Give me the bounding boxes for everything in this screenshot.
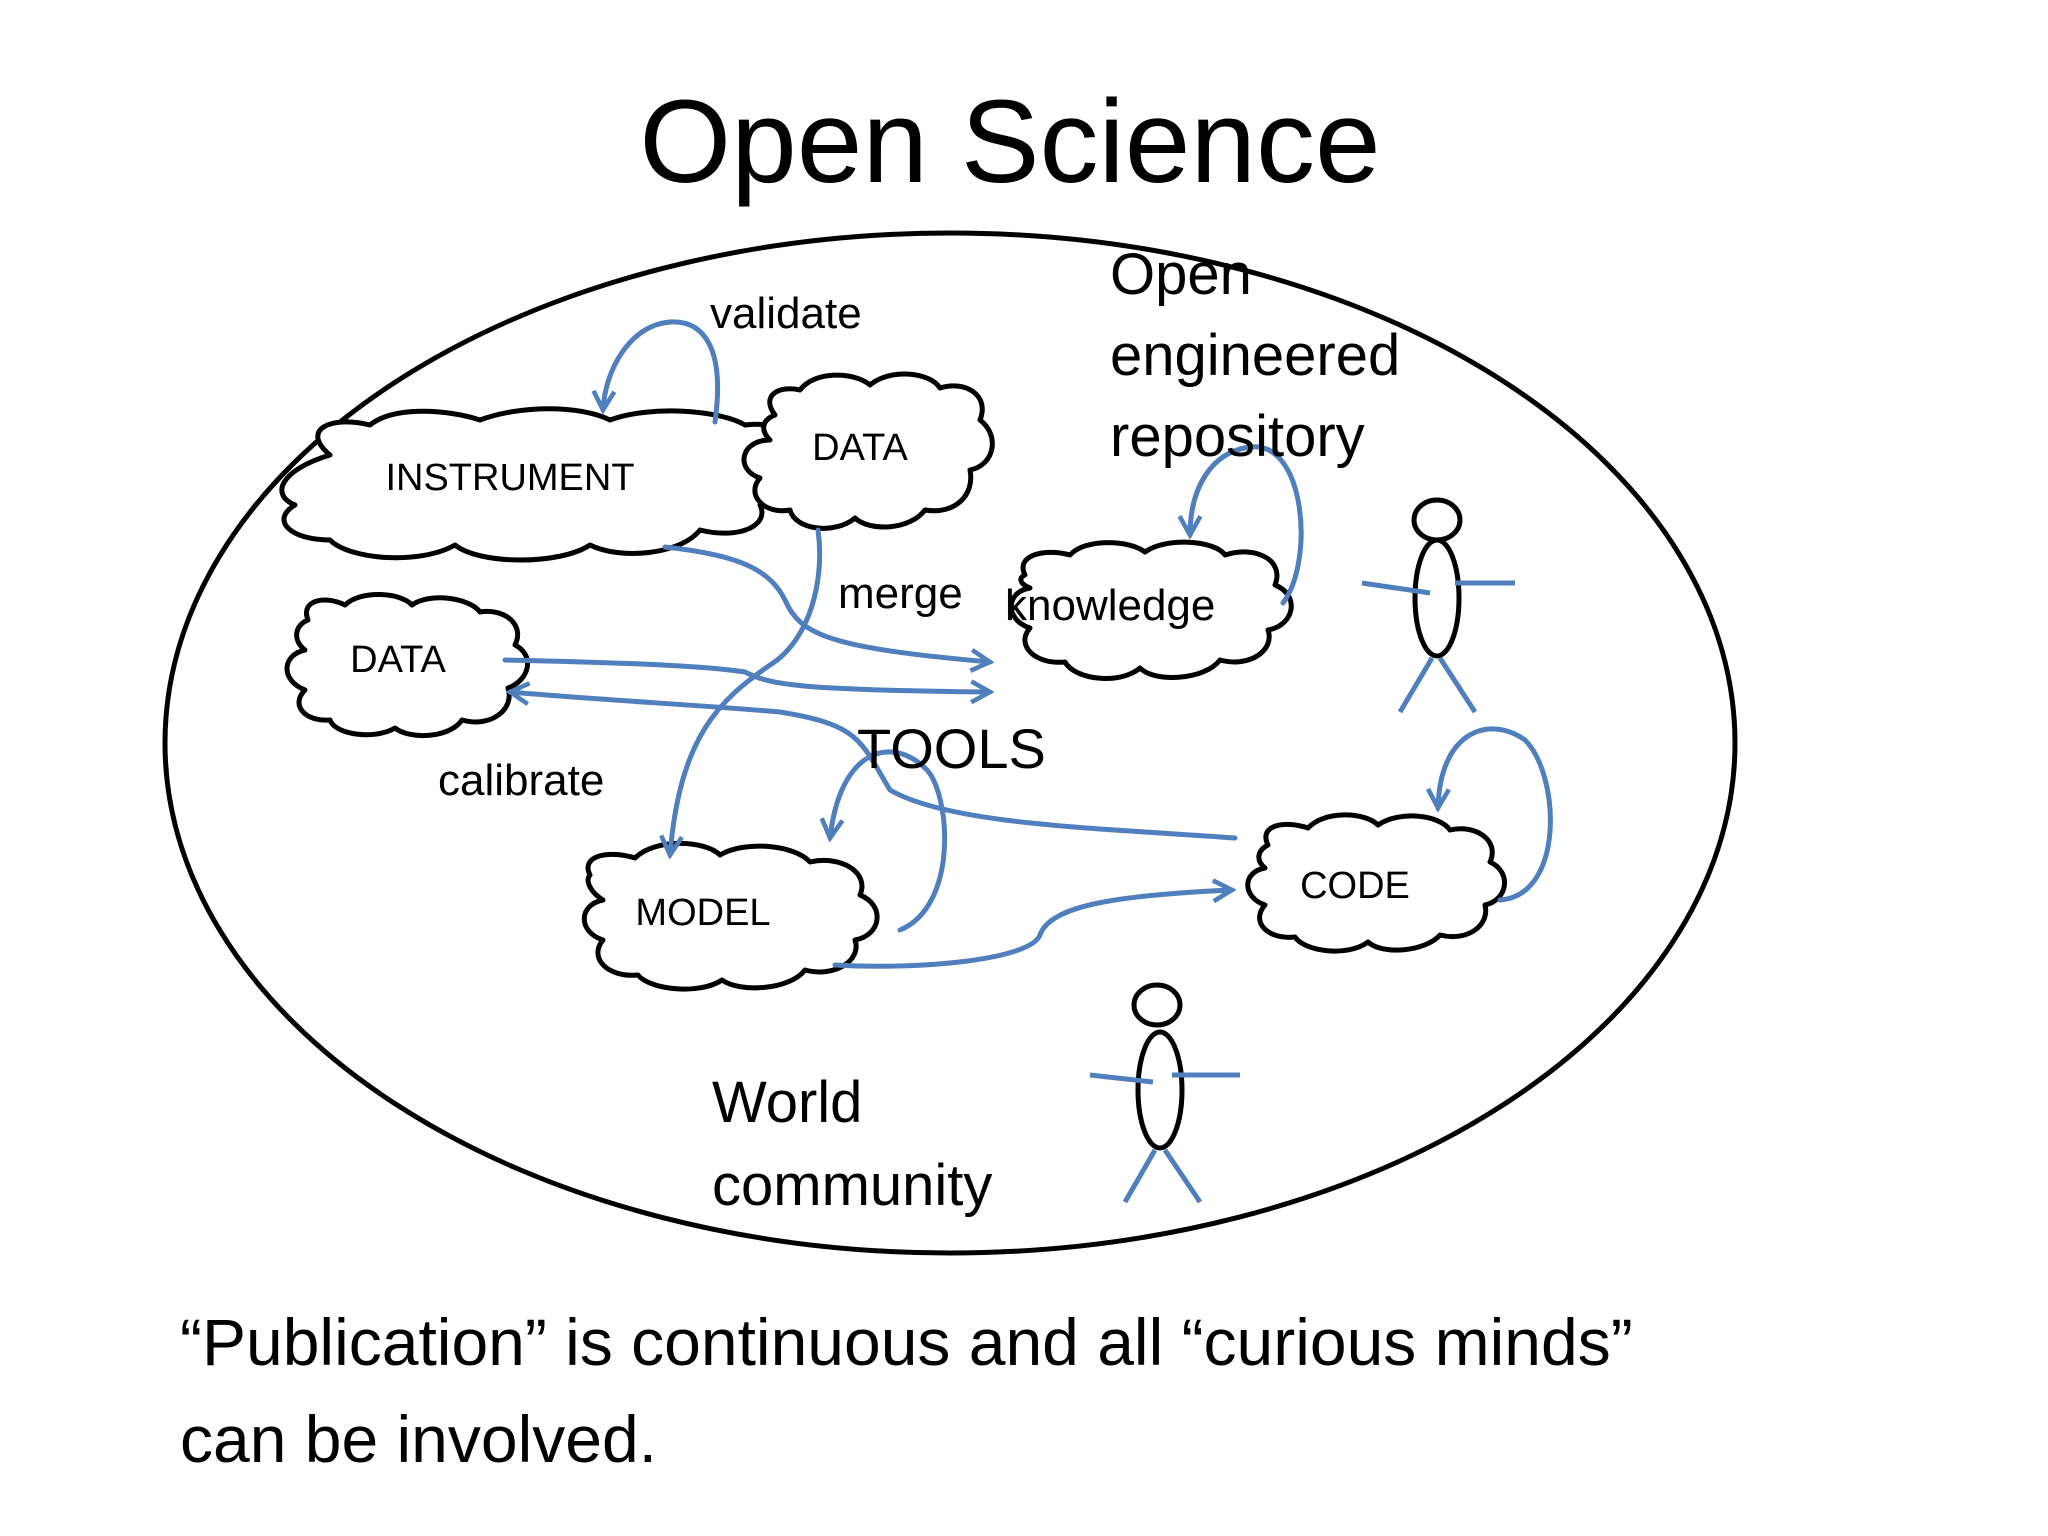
data-top-cloud <box>741 371 995 531</box>
data-left-cloud <box>284 592 531 739</box>
validate-arrow <box>603 319 721 425</box>
node-knowledge: knowledge <box>1005 581 1215 630</box>
node-data-top: DATA <box>812 427 908 469</box>
data-to-model-arrow <box>670 527 823 855</box>
edge-merge: merge <box>838 569 963 618</box>
knowledge-loop-arrow <box>1190 444 1304 606</box>
node-instrument: INSTRUMENT <box>385 457 634 499</box>
node-data-left: DATA <box>350 639 446 681</box>
world-ellipse <box>162 230 1738 1256</box>
slide-title: Open Science <box>639 76 1380 208</box>
node-model: MODEL <box>635 892 770 934</box>
edge-tools: TOOLS <box>857 717 1046 780</box>
instrument-to-knowledge-arrow <box>662 544 990 662</box>
community-label: World community <box>712 1070 992 1218</box>
repository-line1: Open <box>1110 242 1252 307</box>
caption-line1: “Publication” is continuous and all “cur… <box>180 1305 1633 1379</box>
repository-line2: engineered <box>1110 323 1400 388</box>
code-to-data-arrow <box>510 692 1238 841</box>
person-icon-bottom <box>1089 982 1240 1204</box>
edge-validate: validate <box>710 289 862 338</box>
tools-loop-arrow <box>830 749 948 933</box>
data-to-knowledge-arrow <box>502 657 990 692</box>
model-to-code-arrow <box>832 890 1232 969</box>
knowledge-cloud <box>1008 539 1294 681</box>
model-cloud <box>581 840 880 992</box>
repository-label: Open engineered repository <box>1110 242 1400 469</box>
repository-line3: repository <box>1110 404 1365 469</box>
edge-calibrate: calibrate <box>438 756 604 805</box>
code-cloud <box>1245 812 1508 954</box>
person-icon-right <box>1361 497 1515 714</box>
node-code: CODE <box>1300 865 1410 907</box>
caption-line2: can be involved. <box>180 1402 657 1476</box>
community-line2: community <box>712 1153 992 1218</box>
code-loop-arrow <box>1438 726 1553 903</box>
caption: “Publication” is continuous and all “cur… <box>180 1305 1633 1476</box>
community-line1: World <box>712 1070 862 1135</box>
